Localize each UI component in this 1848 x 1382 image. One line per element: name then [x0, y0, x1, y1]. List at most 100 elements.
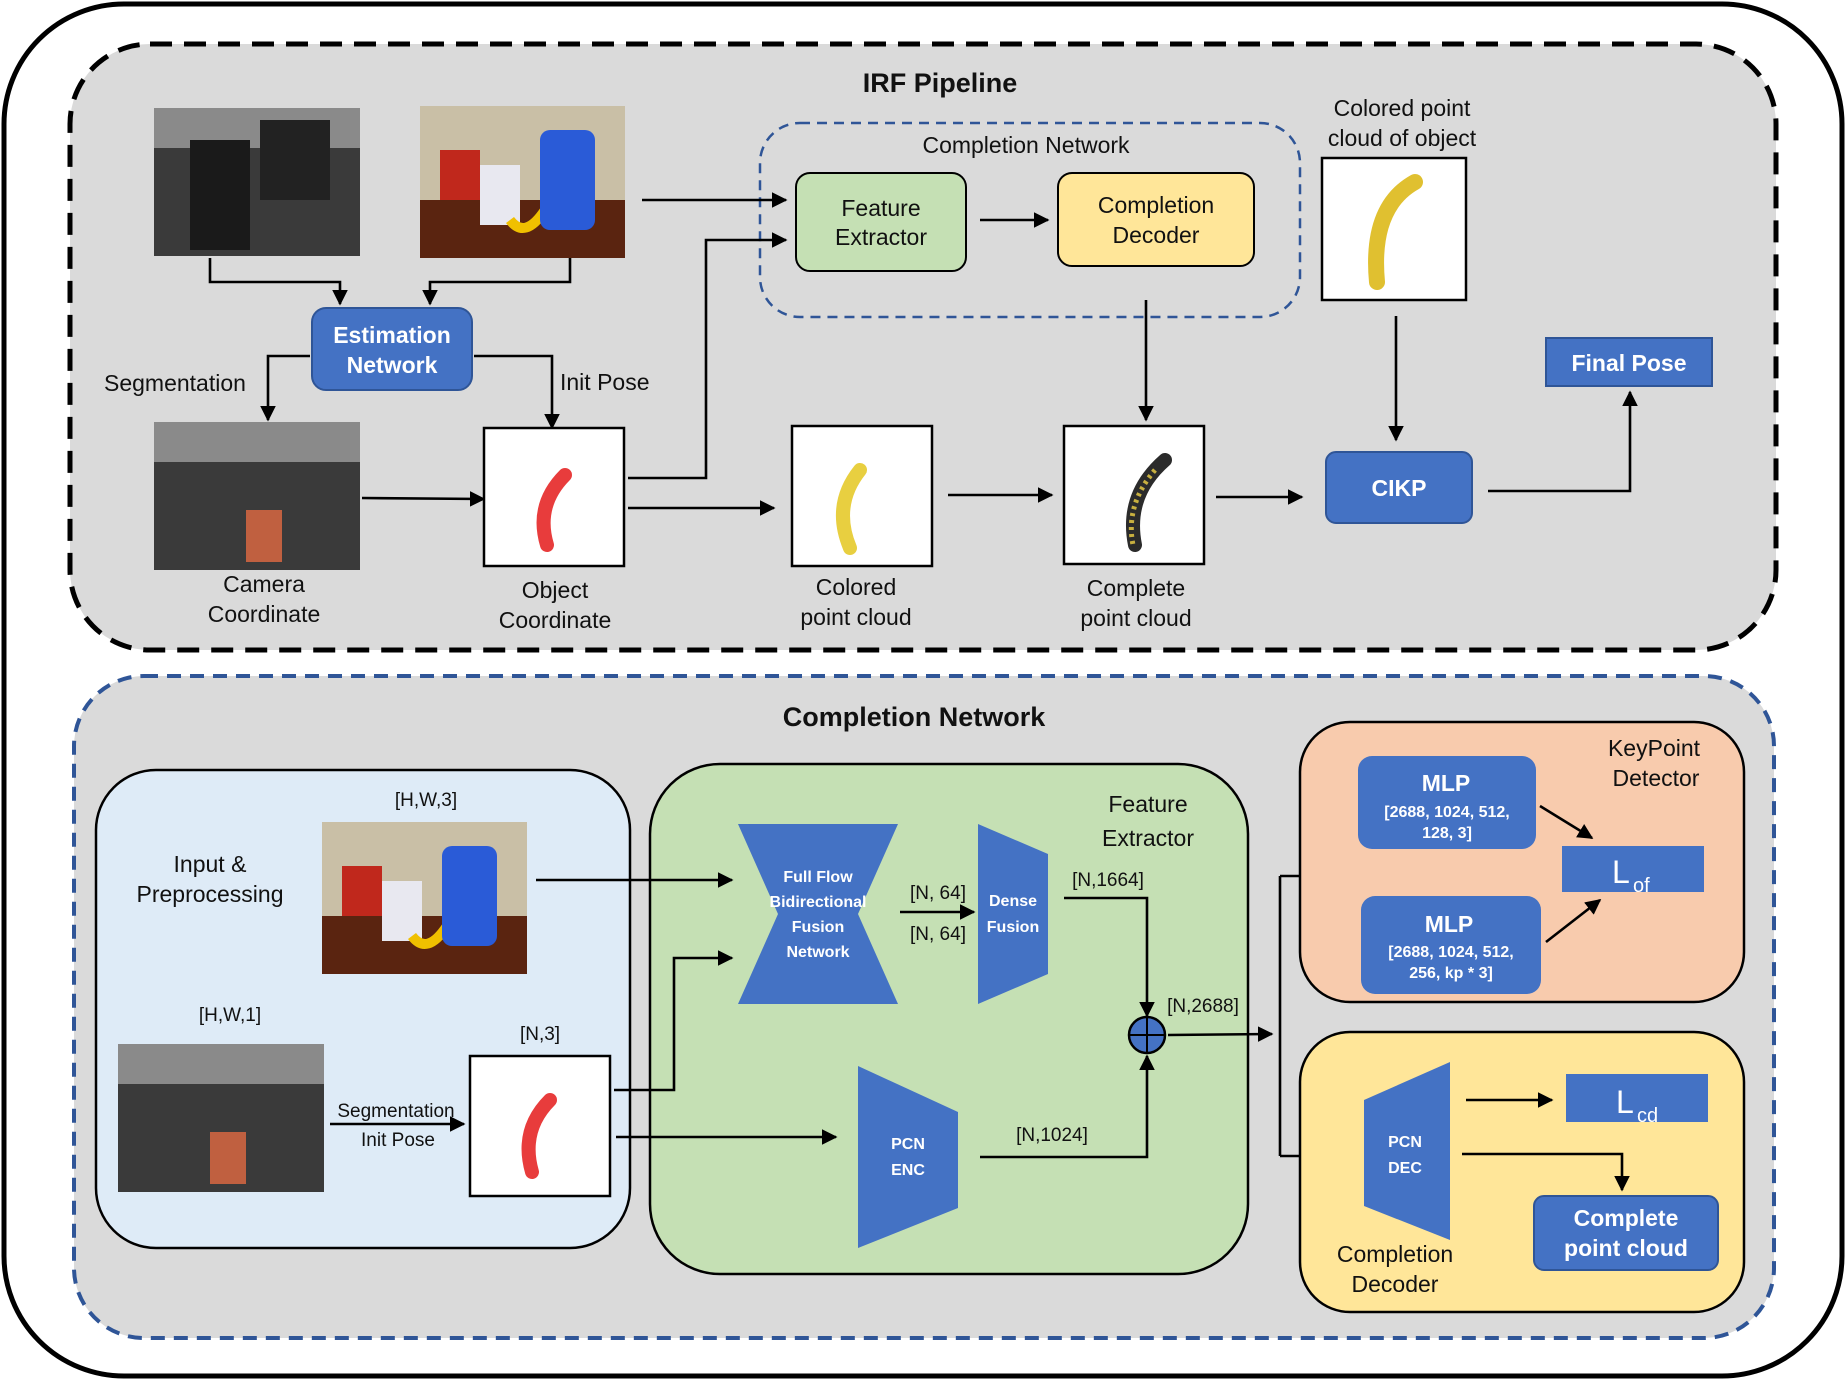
- arrow-dense-to-plus: [1064, 896, 1155, 1018]
- complete-point-cloud-l2: point cloud: [1080, 605, 1191, 631]
- red-cloud-bottom-icon: [521, 1093, 557, 1179]
- arrow-est-to-seg: [260, 354, 310, 422]
- banana-yellow-icon: [1368, 174, 1423, 290]
- rgb-scene-image-top: [420, 106, 625, 258]
- mlp2-box: [1361, 896, 1541, 994]
- red-cloud-icon: [536, 468, 572, 552]
- yellow-cloud-icon: [835, 463, 867, 555]
- irf-feature-extractor-l2: Extractor: [835, 224, 927, 250]
- n3-label: [N,3]: [520, 1024, 560, 1045]
- completion-decoder-l1: Completion: [1337, 1241, 1453, 1267]
- ffb6d-block: [738, 824, 898, 1004]
- n64a-label: [N, 64]: [910, 883, 966, 904]
- completion-title: Completion Network: [783, 702, 1046, 732]
- feature-extractor-l1: Feature: [1108, 791, 1187, 817]
- mlp1-dims-l2: 128, 3]: [1422, 825, 1472, 842]
- rgb-scene-image-bottom: [322, 822, 527, 974]
- arrow-depth-to-est: [208, 258, 348, 306]
- keypoint-detector-l1: KeyPoint: [1608, 735, 1701, 761]
- dense-fusion-l1: Dense: [989, 893, 1037, 910]
- arrow-n3-to-ffb6d: [614, 950, 734, 1092]
- feature-extractor-l2: Extractor: [1102, 825, 1194, 851]
- arrow-pcndec-to-complete: [1462, 1152, 1630, 1192]
- mlp1-box: [1358, 756, 1536, 849]
- irf-completion-decoder-box: [1057, 172, 1255, 267]
- l-cd-sub: cd: [1637, 1105, 1658, 1127]
- input-title-l1: Input &: [174, 851, 247, 877]
- colored-object-cloud-image: [1320, 156, 1468, 302]
- final-pose-label: Final Pose: [1571, 350, 1686, 376]
- pcn-enc-l2: ENC: [891, 1162, 925, 1179]
- n64b-label: [N, 64]: [910, 924, 966, 945]
- hw1-label: [H,W,1]: [199, 1005, 261, 1026]
- arrow-cikp-to-final: [1488, 390, 1638, 493]
- init-pose-label: Init Pose: [361, 1130, 435, 1151]
- completion-decoder-l2: Decoder: [1352, 1271, 1439, 1297]
- irf-init-pose-label: Init Pose: [560, 369, 650, 395]
- pcn-dec-l1: PCN: [1388, 1134, 1422, 1151]
- mlp2-title: MLP: [1425, 911, 1474, 937]
- irf-segmentation-label: Segmentation: [104, 370, 246, 396]
- arrow-est-to-obj: [474, 354, 560, 430]
- l-of-sub: of: [1633, 875, 1650, 897]
- ffb6d-l3: Fusion: [792, 919, 844, 936]
- estimation-network-box: [311, 307, 473, 391]
- pcn-enc-l1: PCN: [891, 1136, 925, 1153]
- mlp1-title: MLP: [1422, 770, 1471, 796]
- complete-cloud-dots-icon: [1128, 468, 1157, 546]
- arrow-plus-out: [1167, 1026, 1274, 1042]
- ffb6d-l4: Network: [786, 944, 849, 961]
- camera-coordinate-l1: Camera: [223, 571, 305, 597]
- camera-coordinate-image: [154, 422, 360, 570]
- colored-point-cloud-l1: Colored: [816, 574, 897, 600]
- irf-completion-decoder-l1: Completion: [1098, 192, 1214, 218]
- camera-coordinate-l2: Coordinate: [208, 601, 321, 627]
- arrow-mlp2-to-lof: [1545, 898, 1602, 944]
- irf-feature-extractor-l1: Feature: [841, 195, 920, 221]
- irf-completion-network-title: Completion Network: [922, 132, 1130, 158]
- colored-object-cloud-l2: cloud of object: [1328, 125, 1477, 151]
- hw3-label: [H,W,3]: [395, 790, 457, 811]
- depth-image-bottom: [118, 1044, 324, 1192]
- l-cd-box: [1566, 1074, 1708, 1122]
- input-title-l2: Preprocessing: [136, 881, 283, 907]
- arrow-obj-to-fe: [628, 232, 788, 480]
- cikp-box: [1325, 451, 1473, 524]
- estimation-network-l2: Network: [347, 352, 438, 378]
- mlp2-dims-l1: [2688, 1024, 512,: [1388, 944, 1513, 961]
- colored-point-cloud-l2: point cloud: [800, 604, 911, 630]
- n1664-label: [N,1664]: [1072, 870, 1144, 891]
- ffb6d-l2: Bidirectional: [770, 894, 867, 911]
- ffb6d-l1: Full Flow: [783, 869, 853, 886]
- l-of-box: [1562, 846, 1704, 892]
- colored-object-cloud-l1: Colored point: [1334, 95, 1471, 121]
- pcn-dec-block: [1364, 1062, 1450, 1240]
- n2688-label: [N,2688]: [1167, 996, 1239, 1017]
- arrow-mlp1-to-lof: [1539, 804, 1594, 840]
- complete-point-cloud-box: [1533, 1195, 1719, 1271]
- irf-completion-network-box: [758, 121, 1302, 319]
- colored-point-cloud-image: [790, 424, 934, 568]
- object-coordinate-l2: Coordinate: [499, 607, 612, 633]
- mlp2-dims-l2: 256, kp * 3]: [1409, 965, 1493, 982]
- complete-point-cloud-l1: Complete: [1087, 575, 1185, 601]
- irf-completion-decoder-l2: Decoder: [1113, 222, 1200, 248]
- complete-cloud-bottom-l2: point cloud: [1564, 1235, 1688, 1261]
- dense-fusion-block: [978, 824, 1048, 1004]
- segmentation-label: Segmentation: [337, 1101, 454, 1122]
- estimation-network-l1: Estimation: [333, 322, 451, 348]
- keypoint-detector-l2: Detector: [1613, 765, 1700, 791]
- final-pose-box: [1545, 337, 1713, 387]
- cikp-label: CIKP: [1372, 475, 1427, 501]
- n1024-label: [N,1024]: [1016, 1125, 1088, 1146]
- arrow-pcnenc-to-plus: [980, 1054, 1155, 1159]
- pcn-enc-block: [858, 1066, 958, 1248]
- mlp1-dims-l1: [2688, 1024, 512,: [1384, 804, 1509, 821]
- pcn-dec-l2: DEC: [1388, 1160, 1422, 1177]
- object-coordinate-l1: Object: [522, 577, 589, 603]
- dense-fusion-l2: Fusion: [987, 919, 1039, 936]
- irf-feature-extractor-box: [795, 172, 967, 272]
- arrow-cam-to-obj: [361, 491, 486, 507]
- l-cd-main: L: [1616, 1084, 1634, 1120]
